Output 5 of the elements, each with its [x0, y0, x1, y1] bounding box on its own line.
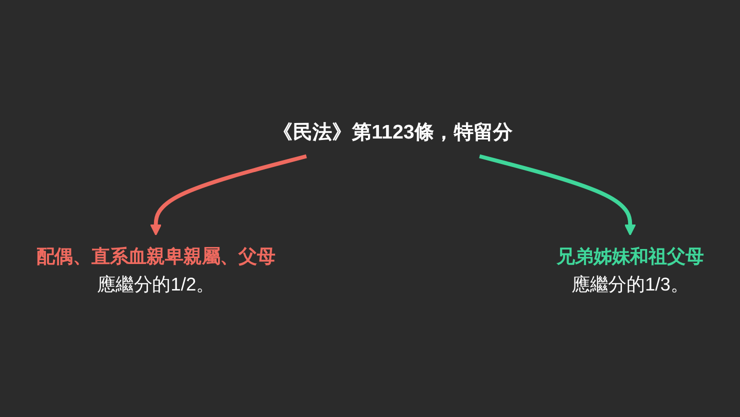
arrow [479, 154, 636, 236]
share-label: 配偶、直系血親卑親屬、父母 應繼分的1/2。 [36, 246, 276, 294]
arrow [150, 154, 307, 236]
share-label: 兄弟姊妹和祖父母 應繼分的1/3。 [556, 246, 704, 294]
heading-text: 《民法》第1123條，特留分 [273, 121, 513, 144]
